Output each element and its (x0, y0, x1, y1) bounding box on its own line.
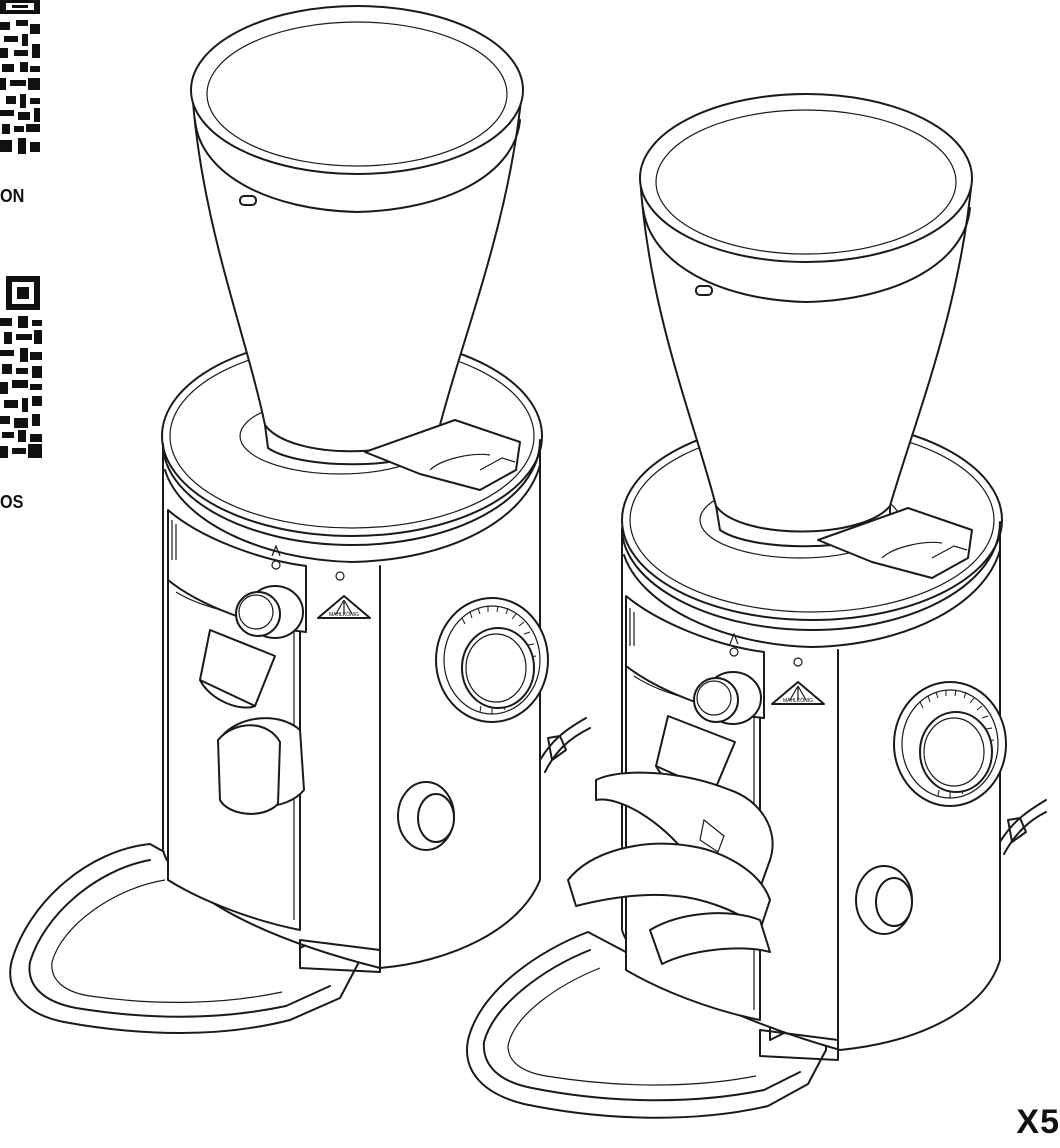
qr-label-bottom: OS (0, 492, 24, 512)
start-button[interactable] (397, 781, 455, 851)
qr-code-icon (0, 0, 40, 154)
brand-logo: MAHLKÖNIG (771, 681, 825, 705)
qr-code-top (0, 0, 40, 154)
hopper (639, 93, 973, 548)
model-label: X5 (1016, 1103, 1060, 1141)
hopper-slide-gate (817, 507, 973, 579)
hopper-slide-gate (364, 419, 521, 491)
start-knob[interactable] (235, 585, 304, 639)
start-knob[interactable] (693, 671, 762, 725)
qr-code-bottom (0, 276, 42, 458)
power-cable (999, 799, 1047, 855)
portafilter-holder (567, 771, 774, 965)
logo-text: MAHLKÖNIG (329, 611, 359, 618)
qr-label-top: ON (0, 186, 25, 206)
brand-logo: MAHLKÖNIG (317, 595, 371, 619)
power-cable (539, 717, 591, 773)
grinder-right: MAHLKÖNIG (466, 93, 1047, 1119)
grind-size-dial[interactable] (893, 681, 1007, 807)
qr-code-icon (0, 276, 42, 458)
start-button[interactable] (855, 865, 913, 935)
hopper (190, 5, 524, 466)
portafilter-fork (217, 717, 305, 815)
logo-text: MAHLKÖNIG (783, 697, 813, 704)
grinder-left: MAHLKÖNIG (9, 5, 591, 1034)
grind-size-dial[interactable] (435, 597, 549, 723)
